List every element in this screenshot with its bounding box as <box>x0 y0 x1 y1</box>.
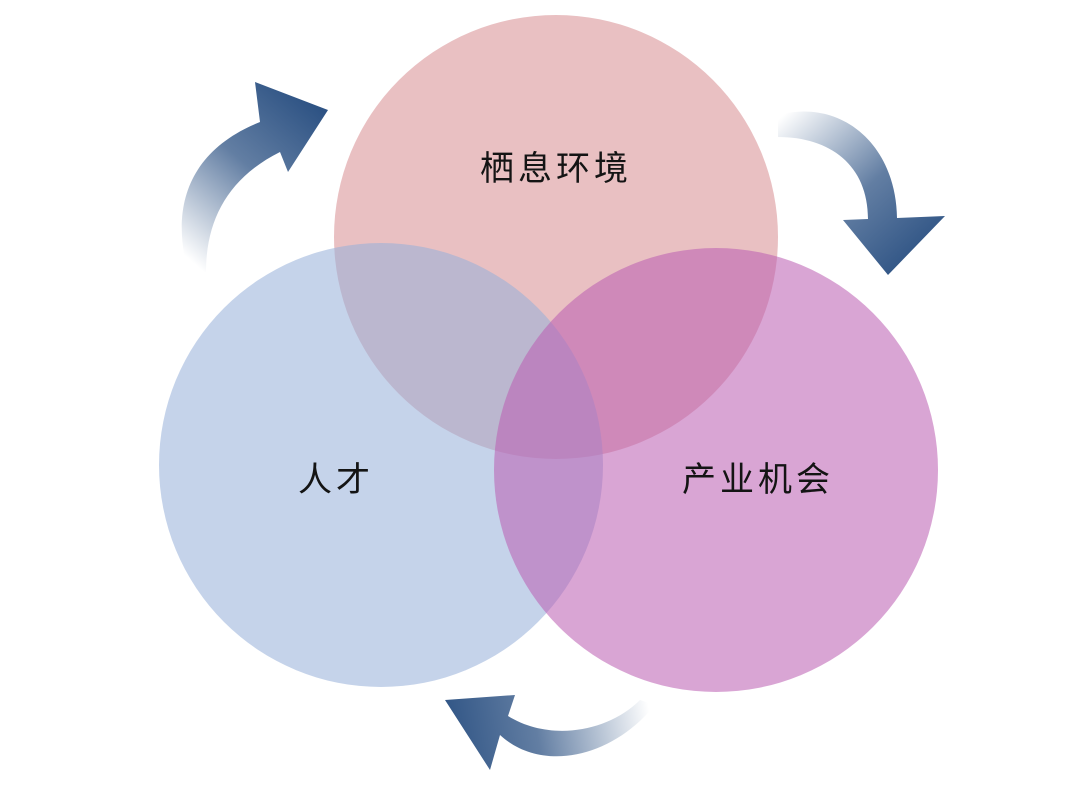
cycle-arrow-left-icon <box>181 82 328 272</box>
circle-talent <box>159 243 603 687</box>
label-habitat: 栖息环境 <box>480 149 632 189</box>
label-talent: 人才 <box>298 460 374 500</box>
circle-industry <box>494 248 938 692</box>
cycle-arrow-right-icon <box>778 111 945 275</box>
cycle-arrow-bottom-icon <box>445 695 655 770</box>
label-industry: 产业机会 <box>682 460 834 500</box>
